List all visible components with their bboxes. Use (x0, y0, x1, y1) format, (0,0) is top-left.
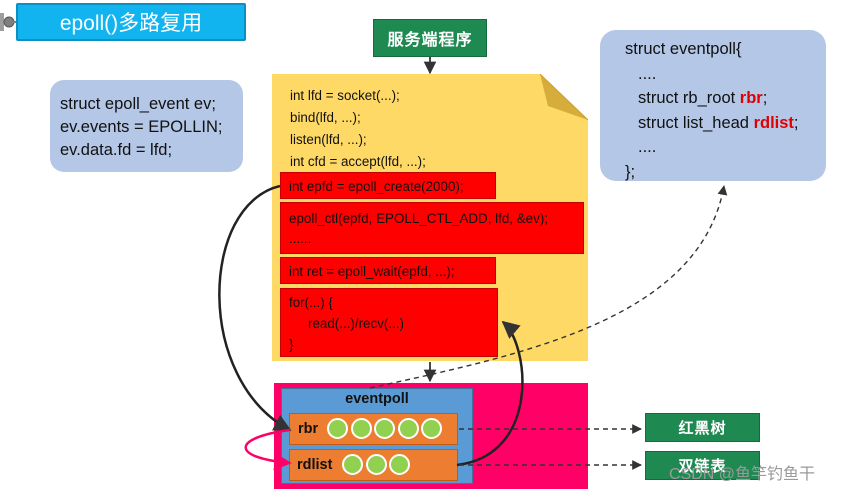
node-circle (342, 454, 363, 475)
epoll-wait-code: int ret = epoll_wait(epfd, ...); (280, 257, 496, 284)
eventpoll-struct-box: struct eventpoll{ .... struct rb_root rb… (600, 30, 826, 181)
epoll-event-struct-box: struct epoll_event ev; ev.events = EPOLL… (50, 80, 243, 172)
struct-poll-semicolon: ; (793, 113, 799, 132)
struct-poll-line: .... (638, 138, 657, 156)
struct-poll-line: struct rb_root rbr; (625, 86, 826, 111)
struct-poll-line: }; (625, 162, 636, 181)
node-circle (389, 454, 410, 475)
rbr-label: rbr (298, 421, 319, 437)
epoll-ctl-code: epoll_ctl(epfd, EPOLL_CTL_ADD, lfd, &ev)… (280, 202, 584, 254)
doubly-linked-list-label: 双链表 (645, 451, 760, 480)
plain-code-block: int lfd = socket(...); bind(lfd, ...); l… (290, 85, 540, 173)
struct-poll-semicolon: ; (762, 89, 768, 107)
epoll-create-code: int epfd = epoll_create(2000); (280, 172, 496, 199)
node-circle (327, 418, 348, 439)
code-line: read(...)/recv(...) (308, 316, 404, 331)
node-circle (421, 418, 442, 439)
struct-event-line: ev.events = EPOLLIN; (60, 118, 223, 136)
node-circle (374, 418, 395, 439)
code-line: ...... (289, 231, 312, 246)
rdlist-keyword: rdlist (753, 113, 794, 132)
struct-poll-type: struct list_head (638, 113, 754, 132)
server-program-label: 服务端程序 (373, 19, 487, 57)
code-line: bind(lfd, ...); (290, 110, 361, 125)
code-line: for(...) { (289, 295, 333, 310)
struct-poll-line: struct list_head rdlist; (625, 111, 826, 136)
struct-event-line: ev.data.fd = lfd; (60, 141, 173, 159)
code-line: epoll_ctl(epfd, EPOLL_CTL_ADD, lfd, &ev)… (289, 211, 549, 226)
code-line: int lfd = socket(...); (290, 88, 400, 103)
code-line: int cfd = accept(lfd, ...); (290, 154, 426, 169)
read-loop-code: for(...) { read(...)/recv(...) } (280, 288, 498, 357)
struct-poll-line: struct eventpoll{ (625, 40, 742, 58)
rdlist-label: rdlist (297, 457, 333, 473)
struct-event-line: struct epoll_event ev; (60, 95, 216, 113)
code-line: } (289, 337, 294, 352)
struct-poll-line: .... (638, 64, 657, 83)
code-line: listen(lfd, ...); (290, 132, 367, 147)
rbr-keyword: rbr (739, 89, 763, 107)
rbtree-label: 红黑树 (645, 413, 760, 442)
node-circle (350, 418, 372, 439)
node-circle (397, 418, 419, 439)
struct-poll-type: struct rb_root (638, 89, 740, 107)
slide-title: epoll()多路复用 (16, 3, 246, 41)
eventpoll-label: eventpoll (345, 391, 409, 407)
watermark: CSDN @鱼竿钓鱼干 (669, 466, 816, 483)
node-circle (365, 454, 387, 475)
